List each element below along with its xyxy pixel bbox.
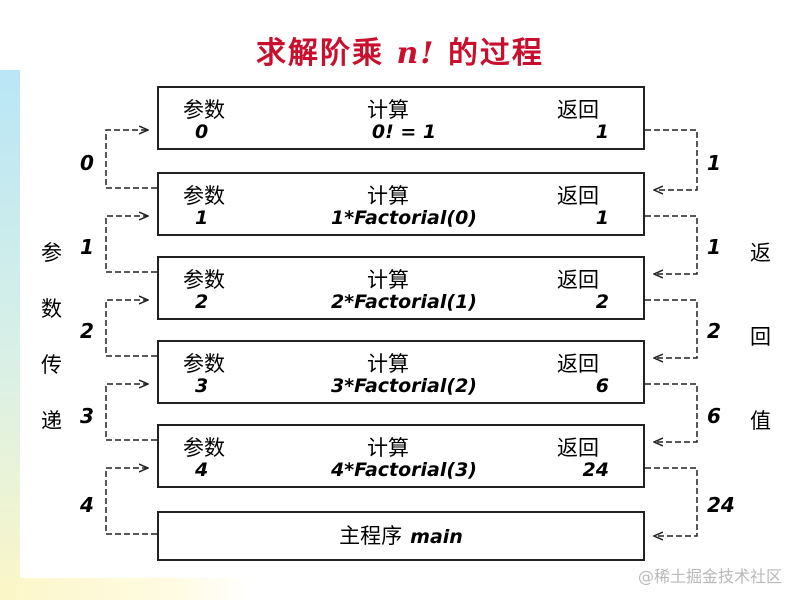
right-caption-char-2: 值 xyxy=(750,409,771,433)
left-param-3: 3 xyxy=(80,404,94,428)
left-param-4: 4 xyxy=(80,493,94,517)
left-caption-char-1: 数 xyxy=(41,297,62,321)
left-arrow-2 xyxy=(105,300,157,357)
title-main: 求解阶乘 xyxy=(256,36,385,71)
right-arrow-0 xyxy=(645,129,698,190)
right-arrow-1 xyxy=(645,215,698,274)
param-header: 参数 xyxy=(183,98,225,122)
right-return-2: 2 xyxy=(707,319,721,343)
call-frame-3: 参数 计算 返回 3 3*Factorial(2) 6 xyxy=(157,340,645,404)
right-arrow-4 xyxy=(645,467,698,536)
left-arrow-3 xyxy=(105,384,157,441)
return-value: 24 xyxy=(582,459,609,481)
decorative-bottom-band xyxy=(0,578,250,600)
left-param-1: 1 xyxy=(80,235,94,259)
return-header: 返回 xyxy=(557,436,599,460)
decorative-left-band xyxy=(0,70,20,600)
right-return-3: 6 xyxy=(707,404,721,428)
calc-value: 2*Factorial(1) xyxy=(331,291,477,313)
calc-value: 3*Factorial(2) xyxy=(331,375,477,397)
calc-value: 4*Factorial(3) xyxy=(331,459,477,481)
return-value: 1 xyxy=(595,121,609,143)
param-value: 2 xyxy=(195,291,209,313)
title-suffix: 的过程 xyxy=(447,36,544,71)
calc-value: 0! = 1 xyxy=(371,121,437,143)
param-header: 参数 xyxy=(183,436,225,460)
calc-header: 计算 xyxy=(367,436,409,460)
right-arrow-3 xyxy=(645,383,698,442)
param-value: 4 xyxy=(195,459,209,481)
param-header: 参数 xyxy=(183,352,225,376)
return-value: 6 xyxy=(595,375,609,397)
calc-header: 计算 xyxy=(367,352,409,376)
right-caption-char-1: 回 xyxy=(750,325,771,349)
left-caption-char-3: 递 xyxy=(41,409,62,433)
right-return-4: 24 xyxy=(707,493,735,517)
return-header: 返回 xyxy=(557,352,599,376)
param-header: 参数 xyxy=(183,184,225,208)
left-arrow-4 xyxy=(105,468,157,535)
param-header: 参数 xyxy=(183,268,225,292)
right-return-1: 1 xyxy=(707,235,721,259)
param-value: 1 xyxy=(195,207,209,229)
main-program-box: 主程序 main xyxy=(157,511,645,561)
return-value: 1 xyxy=(595,207,609,229)
return-value: 2 xyxy=(595,291,609,313)
return-header: 返回 xyxy=(557,184,599,208)
call-frame-1: 参数 计算 返回 1 1*Factorial(0) 1 xyxy=(157,172,645,236)
main-program-label: 主程序 xyxy=(339,524,403,548)
title-variable: n! xyxy=(396,36,436,71)
left-caption-char-0: 参 xyxy=(41,241,62,265)
calc-value: 1*Factorial(0) xyxy=(331,207,477,229)
right-caption-char-0: 返 xyxy=(750,241,771,265)
call-frame-0: 参数 计算 返回 0 0! = 1 1 xyxy=(157,86,645,150)
left-arrow-1 xyxy=(105,216,157,273)
watermark: @稀土掘金技术社区 xyxy=(637,567,782,586)
return-header: 返回 xyxy=(557,98,599,122)
left-param-0: 0 xyxy=(80,151,94,175)
param-value: 0 xyxy=(195,121,209,143)
right-arrow-2 xyxy=(645,299,698,358)
calc-header: 计算 xyxy=(367,184,409,208)
page-title: 求解阶乘 n! 的过程 xyxy=(0,28,800,72)
left-param-2: 2 xyxy=(80,319,94,343)
calc-header: 计算 xyxy=(367,98,409,122)
param-value: 3 xyxy=(195,375,209,397)
main-function-name: main xyxy=(410,526,463,548)
left-caption-char-2: 传 xyxy=(41,353,62,377)
left-arrow-0 xyxy=(105,130,157,189)
call-frame-2: 参数 计算 返回 2 2*Factorial(1) 2 xyxy=(157,256,645,320)
right-return-0: 1 xyxy=(707,151,721,175)
calc-header: 计算 xyxy=(367,268,409,292)
return-header: 返回 xyxy=(557,268,599,292)
call-frame-4: 参数 计算 返回 4 4*Factorial(3) 24 xyxy=(157,424,645,488)
